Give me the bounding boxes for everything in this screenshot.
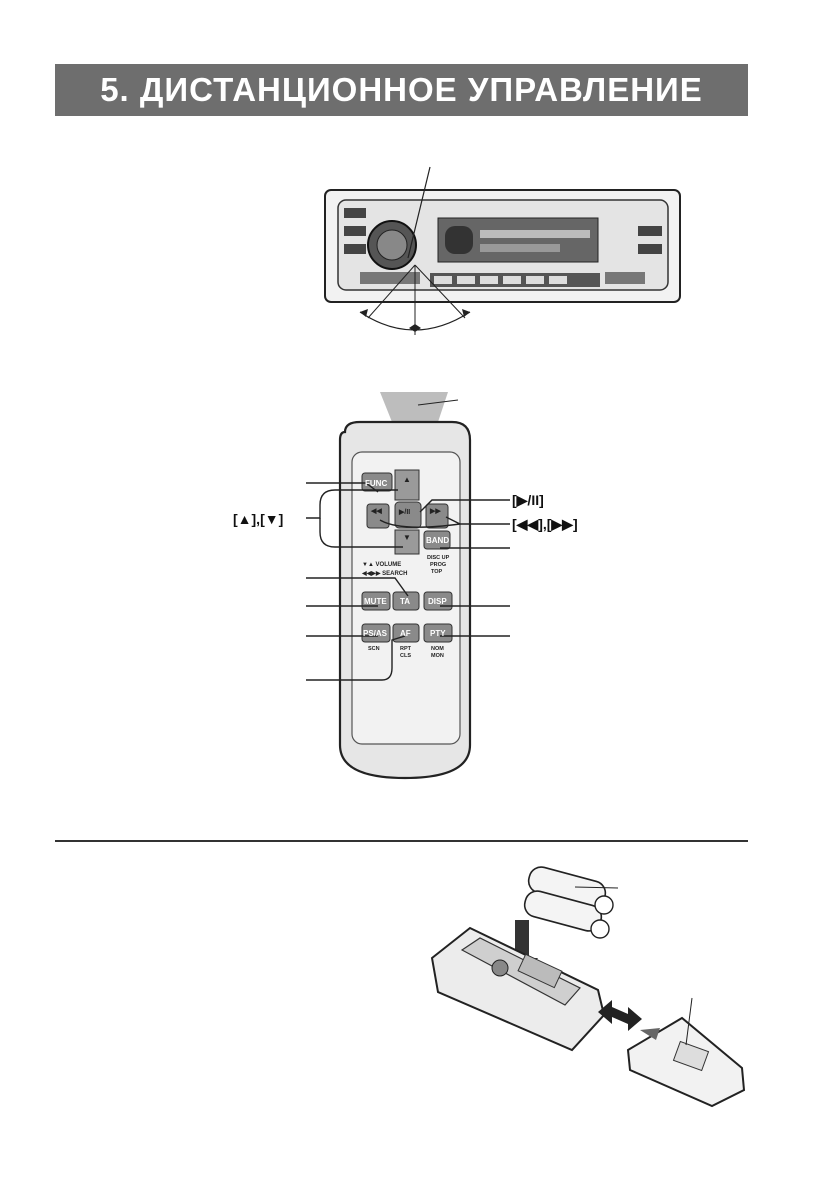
pty-sub-2: MON (431, 653, 444, 659)
af-button[interactable]: AF (400, 629, 411, 638)
section-title-bar: 5. ДИСТАНЦИОННОЕ УПРАВЛЕНИЕ (55, 64, 748, 116)
volume-text: ▼▲ VOLUME (362, 562, 401, 568)
rew-button[interactable]: ◀◀ (370, 508, 382, 515)
ta-button[interactable]: TA (400, 597, 410, 606)
band-sub-2: PROG (430, 562, 446, 568)
band-sub-1: DISC UP (427, 555, 450, 561)
af-sub-1: RPT (400, 646, 412, 652)
band-button[interactable]: BAND (426, 536, 449, 545)
ps-as-sub: SCN (368, 646, 380, 652)
up-button[interactable]: ▲ (403, 475, 411, 484)
down-button[interactable]: ▼ (403, 533, 411, 542)
label-play-pause: [▶/II] (512, 492, 544, 508)
mute-button[interactable]: MUTE (364, 597, 387, 606)
label-rew-ff: [◀◀],[▶▶] (512, 516, 578, 532)
page-title: 5. ДИСТАНЦИОННОЕ УПРАВЛЕНИЕ (100, 71, 703, 108)
search-text: ◀◀▶▶ SEARCH (361, 570, 407, 577)
play-pause-button[interactable]: ▶/II (398, 509, 410, 516)
af-sub-2: CLS (400, 653, 411, 659)
ff-button[interactable]: ▶▶ (429, 508, 441, 515)
disp-button[interactable]: DISP (428, 597, 447, 606)
label-up-down: [▲],[▼] (233, 511, 283, 527)
ps-as-button[interactable]: PS/AS (363, 629, 388, 638)
battery-icon (523, 866, 614, 939)
section-divider (55, 840, 748, 842)
pty-button[interactable]: PTY (430, 629, 446, 638)
func-button[interactable]: FUNC (365, 479, 387, 488)
band-sub-3: TOP (431, 569, 443, 575)
pty-sub-1: NOM (431, 646, 444, 652)
